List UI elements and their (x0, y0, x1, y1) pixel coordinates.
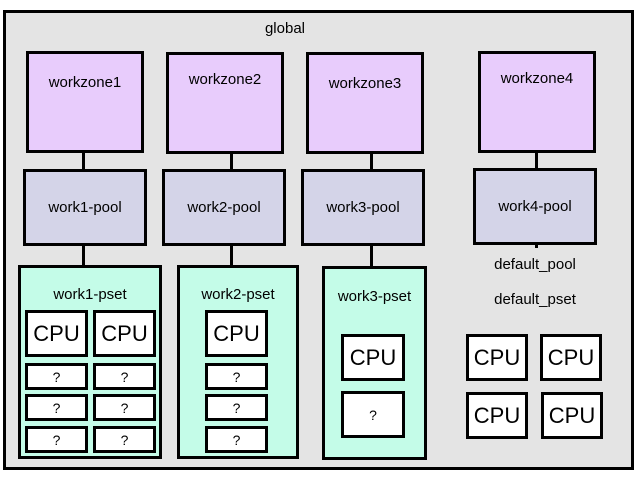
cpu-box: CPU (466, 334, 528, 381)
unknown-cpu-box: ? (341, 391, 405, 438)
cpu-box: CPU (25, 310, 88, 357)
pool-work3: work3-pool (301, 169, 425, 246)
cpu-box: CPU (205, 310, 268, 357)
zone-workzone3: workzone3 (306, 52, 424, 154)
unknown-cpu-box: ? (93, 426, 156, 453)
default-pset-label: default_pset (494, 291, 576, 308)
connector-stub (535, 245, 538, 248)
global-label: global (264, 20, 306, 37)
pool-work2: work2-pool (162, 169, 286, 246)
zone-workzone4: workzone4 (478, 51, 596, 153)
cpu-box: CPU (93, 310, 156, 357)
unknown-cpu-box: ? (25, 394, 88, 421)
unknown-cpu-box: ? (205, 363, 268, 390)
connector-line (535, 153, 538, 171)
zone-label: workzone3 (328, 75, 402, 92)
cpu-box: CPU (541, 392, 603, 439)
pool-work4: work4-pool (473, 168, 597, 245)
unknown-cpu-box: ? (25, 426, 88, 453)
default-pool-label: default_pool (494, 256, 576, 273)
unknown-cpu-box: ? (25, 363, 88, 390)
connector-line (370, 245, 373, 267)
connector-line (230, 245, 233, 267)
unknown-cpu-box: ? (205, 394, 268, 421)
connector-line (370, 153, 373, 171)
cpu-box: CPU (466, 392, 528, 439)
connector-line (230, 153, 233, 171)
zone-label: workzone1 (48, 74, 122, 91)
pool-label: work4-pool (498, 198, 572, 215)
pool-work1: work1-pool (23, 169, 147, 246)
unknown-cpu-box: ? (93, 394, 156, 421)
pool-label: work2-pool (187, 199, 261, 216)
pset-label: work2-pset (201, 286, 275, 303)
cpu-box: CPU (540, 334, 602, 381)
pool-label: work3-pool (326, 199, 400, 216)
zone-workzone1: workzone1 (26, 51, 144, 153)
unknown-cpu-box: ? (205, 426, 268, 453)
zone-label: workzone4 (500, 70, 574, 87)
zone-workzone2: workzone2 (166, 52, 284, 154)
unknown-cpu-box: ? (93, 363, 156, 390)
connector-line (82, 245, 85, 267)
pset-label: work1-pset (53, 286, 127, 303)
cpu-box: CPU (341, 334, 405, 381)
pset-label: work3-pset (337, 288, 412, 305)
zone-label: workzone2 (188, 71, 262, 88)
connector-line (82, 153, 85, 171)
pool-label: work1-pool (48, 199, 122, 216)
